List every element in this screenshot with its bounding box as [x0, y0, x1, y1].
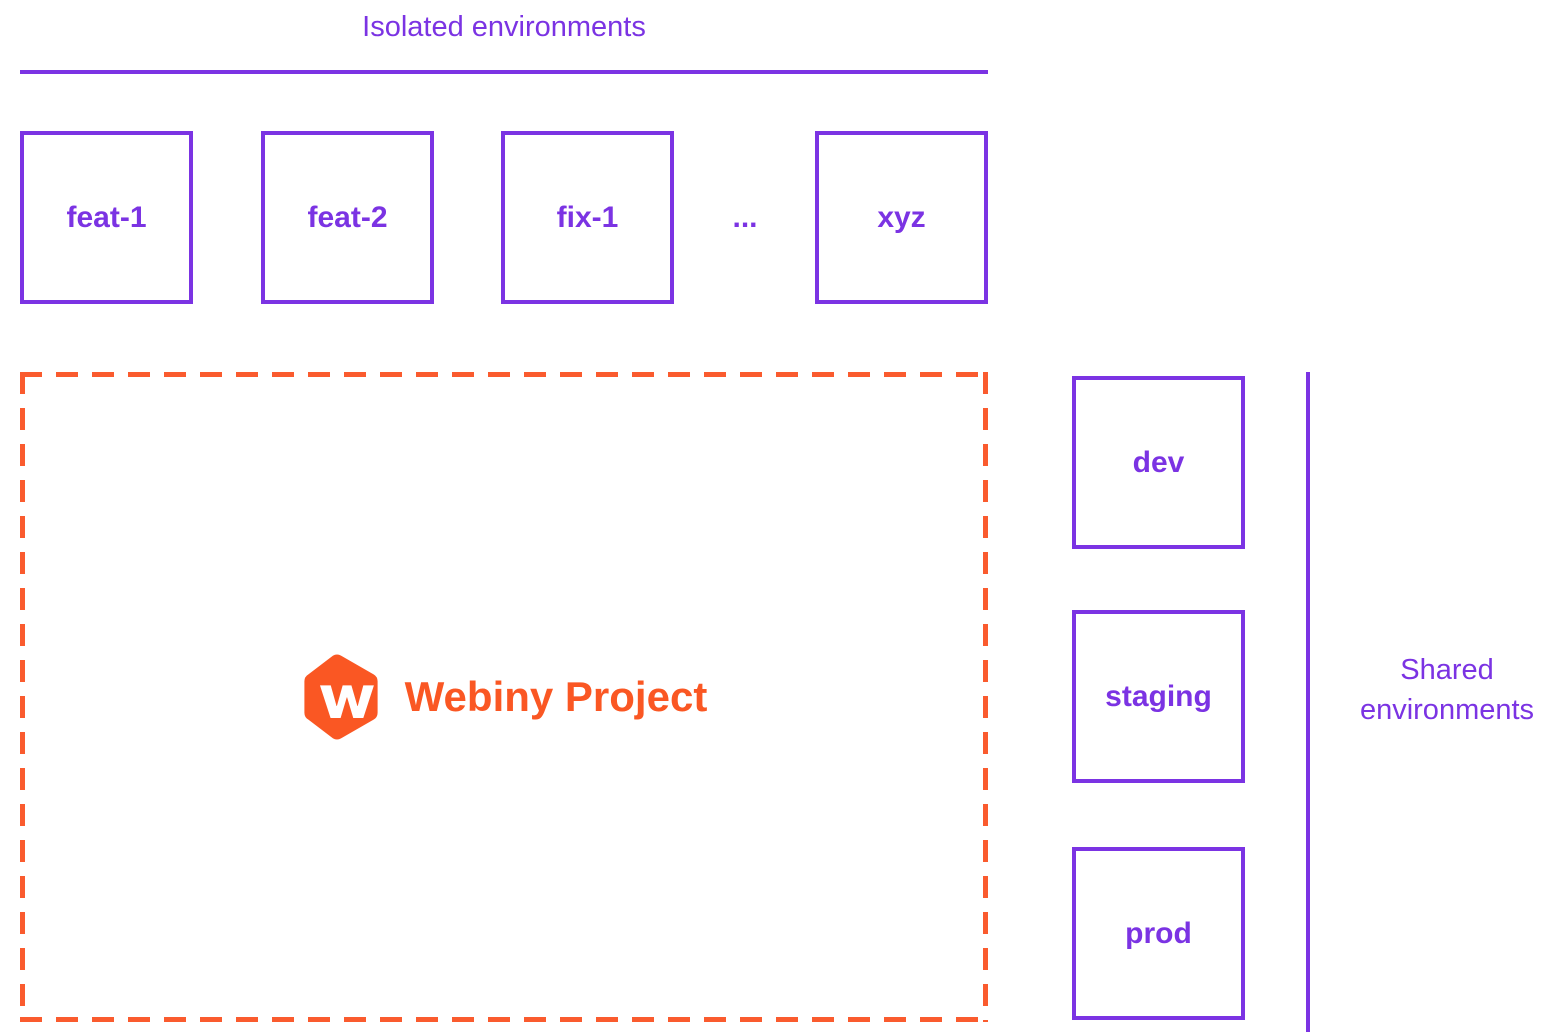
shared-env-label: prod: [1125, 916, 1192, 950]
isolated-env-box-fix-1[interactable]: fix-1: [501, 131, 674, 304]
isolated-env-box-xyz[interactable]: xyz: [815, 131, 988, 304]
shared-env-box-prod[interactable]: prod: [1072, 847, 1245, 1020]
webiny-project-container: Webiny Project: [20, 372, 988, 1022]
isolated-environments-divider: [20, 70, 988, 74]
webiny-project-brand: Webiny Project: [20, 372, 988, 1022]
shared-environments-divider: [1306, 372, 1310, 1032]
shared-env-box-staging[interactable]: staging: [1072, 610, 1245, 783]
webiny-project-name: Webiny Project: [404, 673, 708, 720]
isolated-env-box-feat-2[interactable]: feat-2: [261, 131, 434, 304]
shared-env-box-dev[interactable]: dev: [1072, 376, 1245, 549]
webiny-hexagon-logo-icon: [304, 654, 378, 740]
shared-environments-title: Shared environments: [1359, 654, 1535, 726]
isolated-env-ellipsis: ...: [732, 200, 758, 234]
isolated-environments-title: Isolated environments: [362, 11, 646, 43]
shared-env-label: staging: [1105, 679, 1212, 713]
isolated-env-box-feat-1[interactable]: feat-1: [20, 131, 193, 304]
isolated-env-label: feat-2: [307, 200, 388, 234]
shared-env-label: dev: [1132, 445, 1185, 479]
isolated-env-label: feat-1: [66, 200, 147, 234]
isolated-env-label: fix-1: [556, 200, 619, 234]
isolated-env-label: xyz: [877, 200, 926, 234]
